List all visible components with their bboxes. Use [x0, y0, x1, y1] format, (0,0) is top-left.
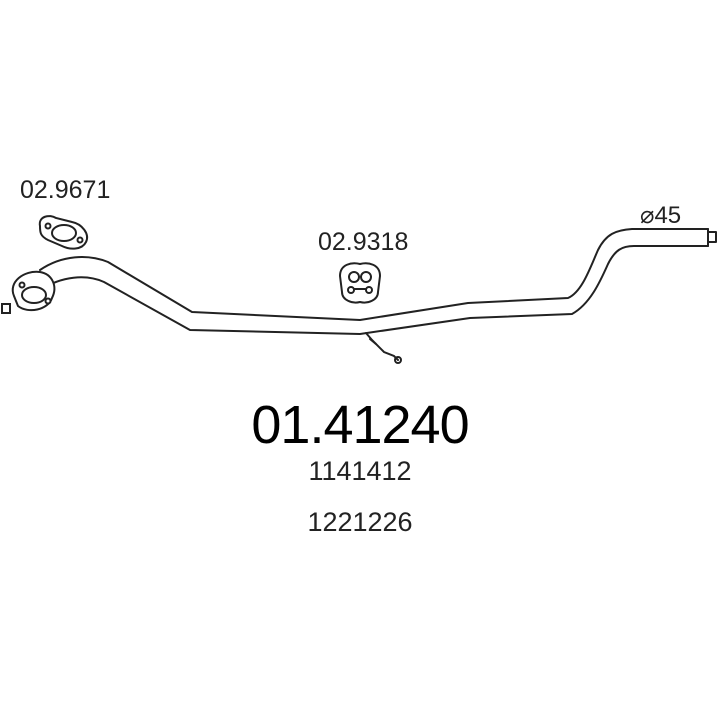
reference-number: 1141412 — [308, 456, 412, 486]
hanger-part-number: 02.9318 — [318, 228, 409, 256]
pipe-diameter-label: ⌀45 — [640, 202, 682, 229]
sensor-wire-icon — [365, 332, 402, 364]
reference-number: 1221226 — [307, 507, 413, 537]
flange-icon — [1, 270, 56, 314]
rubber-hanger-icon — [338, 262, 382, 304]
exhaust-pipe-icon — [39, 228, 717, 335]
gasket-part-number: 02.9671 — [20, 176, 111, 204]
main-part-number: 01.41240 — [251, 395, 469, 455]
flange-gasket-icon — [38, 215, 88, 250]
